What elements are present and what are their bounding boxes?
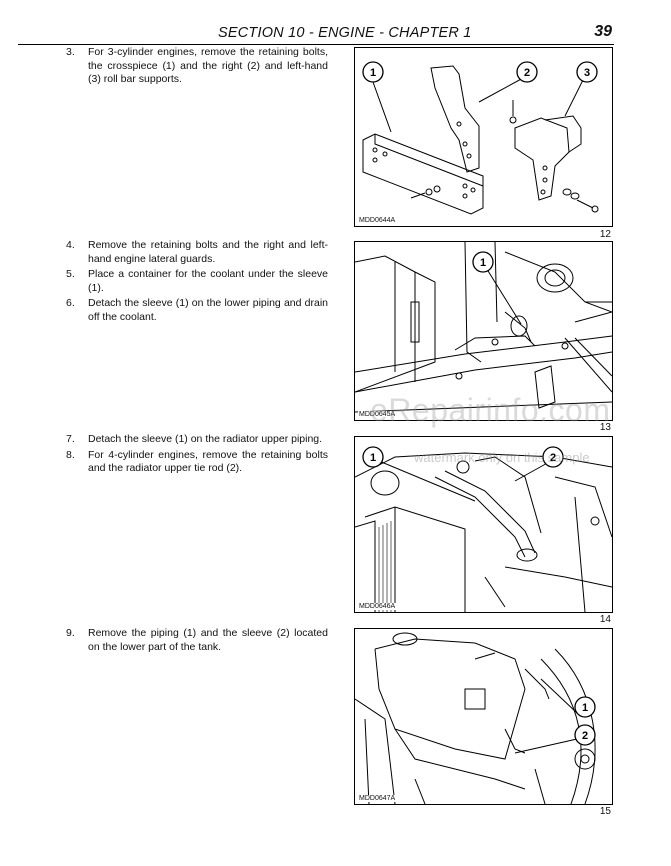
engine-lower-piping-drawing: 1 <box>355 242 612 413</box>
svg-text:1: 1 <box>480 257 486 269</box>
figure-code: MDD0647A <box>358 795 397 802</box>
step-3: 3. For 3-cylinder engines, remove the re… <box>66 46 328 86</box>
callout-2 <box>542 446 564 468</box>
section-title: SECTION 10 - ENGINE - CHAPTER 1 <box>218 25 472 41</box>
svg-text:2: 2 <box>550 452 556 464</box>
figure-14-radiator-upper: 1 2 MDD0646A <box>354 436 613 613</box>
watermark-note: watermark only on this sample <box>414 450 590 465</box>
callout-3 <box>576 61 598 83</box>
tank-lower-piping-drawing: 1 2 <box>355 632 596 804</box>
svg-text:1: 1 <box>370 452 376 464</box>
step-5: 5. Place a container for the coolant und… <box>66 268 328 294</box>
callout-1 <box>574 696 596 718</box>
figure-number-15: 15 <box>599 806 611 817</box>
callout-2 <box>516 61 538 83</box>
figure-15-tank-lower: 1 2 MDD0647A <box>354 628 613 805</box>
callout-1 <box>472 251 494 273</box>
callout-1 <box>362 61 384 83</box>
figure-code: MDD0645A <box>358 411 397 418</box>
figure-code: MDD0646A <box>358 603 397 610</box>
svg-text:1: 1 <box>582 702 588 714</box>
page-header: SECTION 10 - ENGINE - CHAPTER 1 39 <box>18 22 614 45</box>
svg-text:2: 2 <box>582 730 588 742</box>
step-4: 4. Remove the retaining bolts and the ri… <box>66 239 328 265</box>
roll-bar-bracket-drawing: 1 2 3 <box>362 61 599 215</box>
figure-number-13: 13 <box>599 422 611 433</box>
figure-number-14: 14 <box>599 614 611 625</box>
radiator-upper-piping-drawing: 1 2 <box>355 446 612 612</box>
watermark-site: eRepairinfo.com <box>370 392 611 428</box>
page-number: 39 <box>594 23 612 40</box>
step-6: 6. Detach the sleeve (1) on the lower pi… <box>66 297 328 323</box>
step-9: 9. Remove the piping (1) and the sleeve … <box>66 627 328 653</box>
step-7: 7. Detach the sleeve (1) on the radiator… <box>66 433 323 445</box>
figure-number-12: 12 <box>599 229 611 240</box>
steps-group-3: 7. Detach the sleeve (1) on the radiator… <box>66 433 328 478</box>
steps-group-2: 4. Remove the retaining bolts and the ri… <box>66 239 328 327</box>
figure-12-roll-bar-supports: 1 2 3 MDD0644A <box>354 47 613 227</box>
steps-group-1: 3. For 3-cylinder engines, remove the re… <box>66 46 328 89</box>
callout-2 <box>574 724 596 746</box>
step-8: 8. For 4-cylinder engines, remove the re… <box>66 448 328 475</box>
steps-group-4: 9. Remove the piping (1) and the sleeve … <box>66 627 328 656</box>
svg-text:1: 1 <box>370 67 376 79</box>
figure-13-lower-sleeve: 1 MDD0645A <box>354 241 613 421</box>
svg-text:2: 2 <box>524 67 530 79</box>
callouts: 1 2 3 <box>362 61 598 83</box>
svg-text:3: 3 <box>584 67 590 79</box>
callout-1 <box>362 446 384 468</box>
figure-code: MDD0644A <box>358 217 397 224</box>
